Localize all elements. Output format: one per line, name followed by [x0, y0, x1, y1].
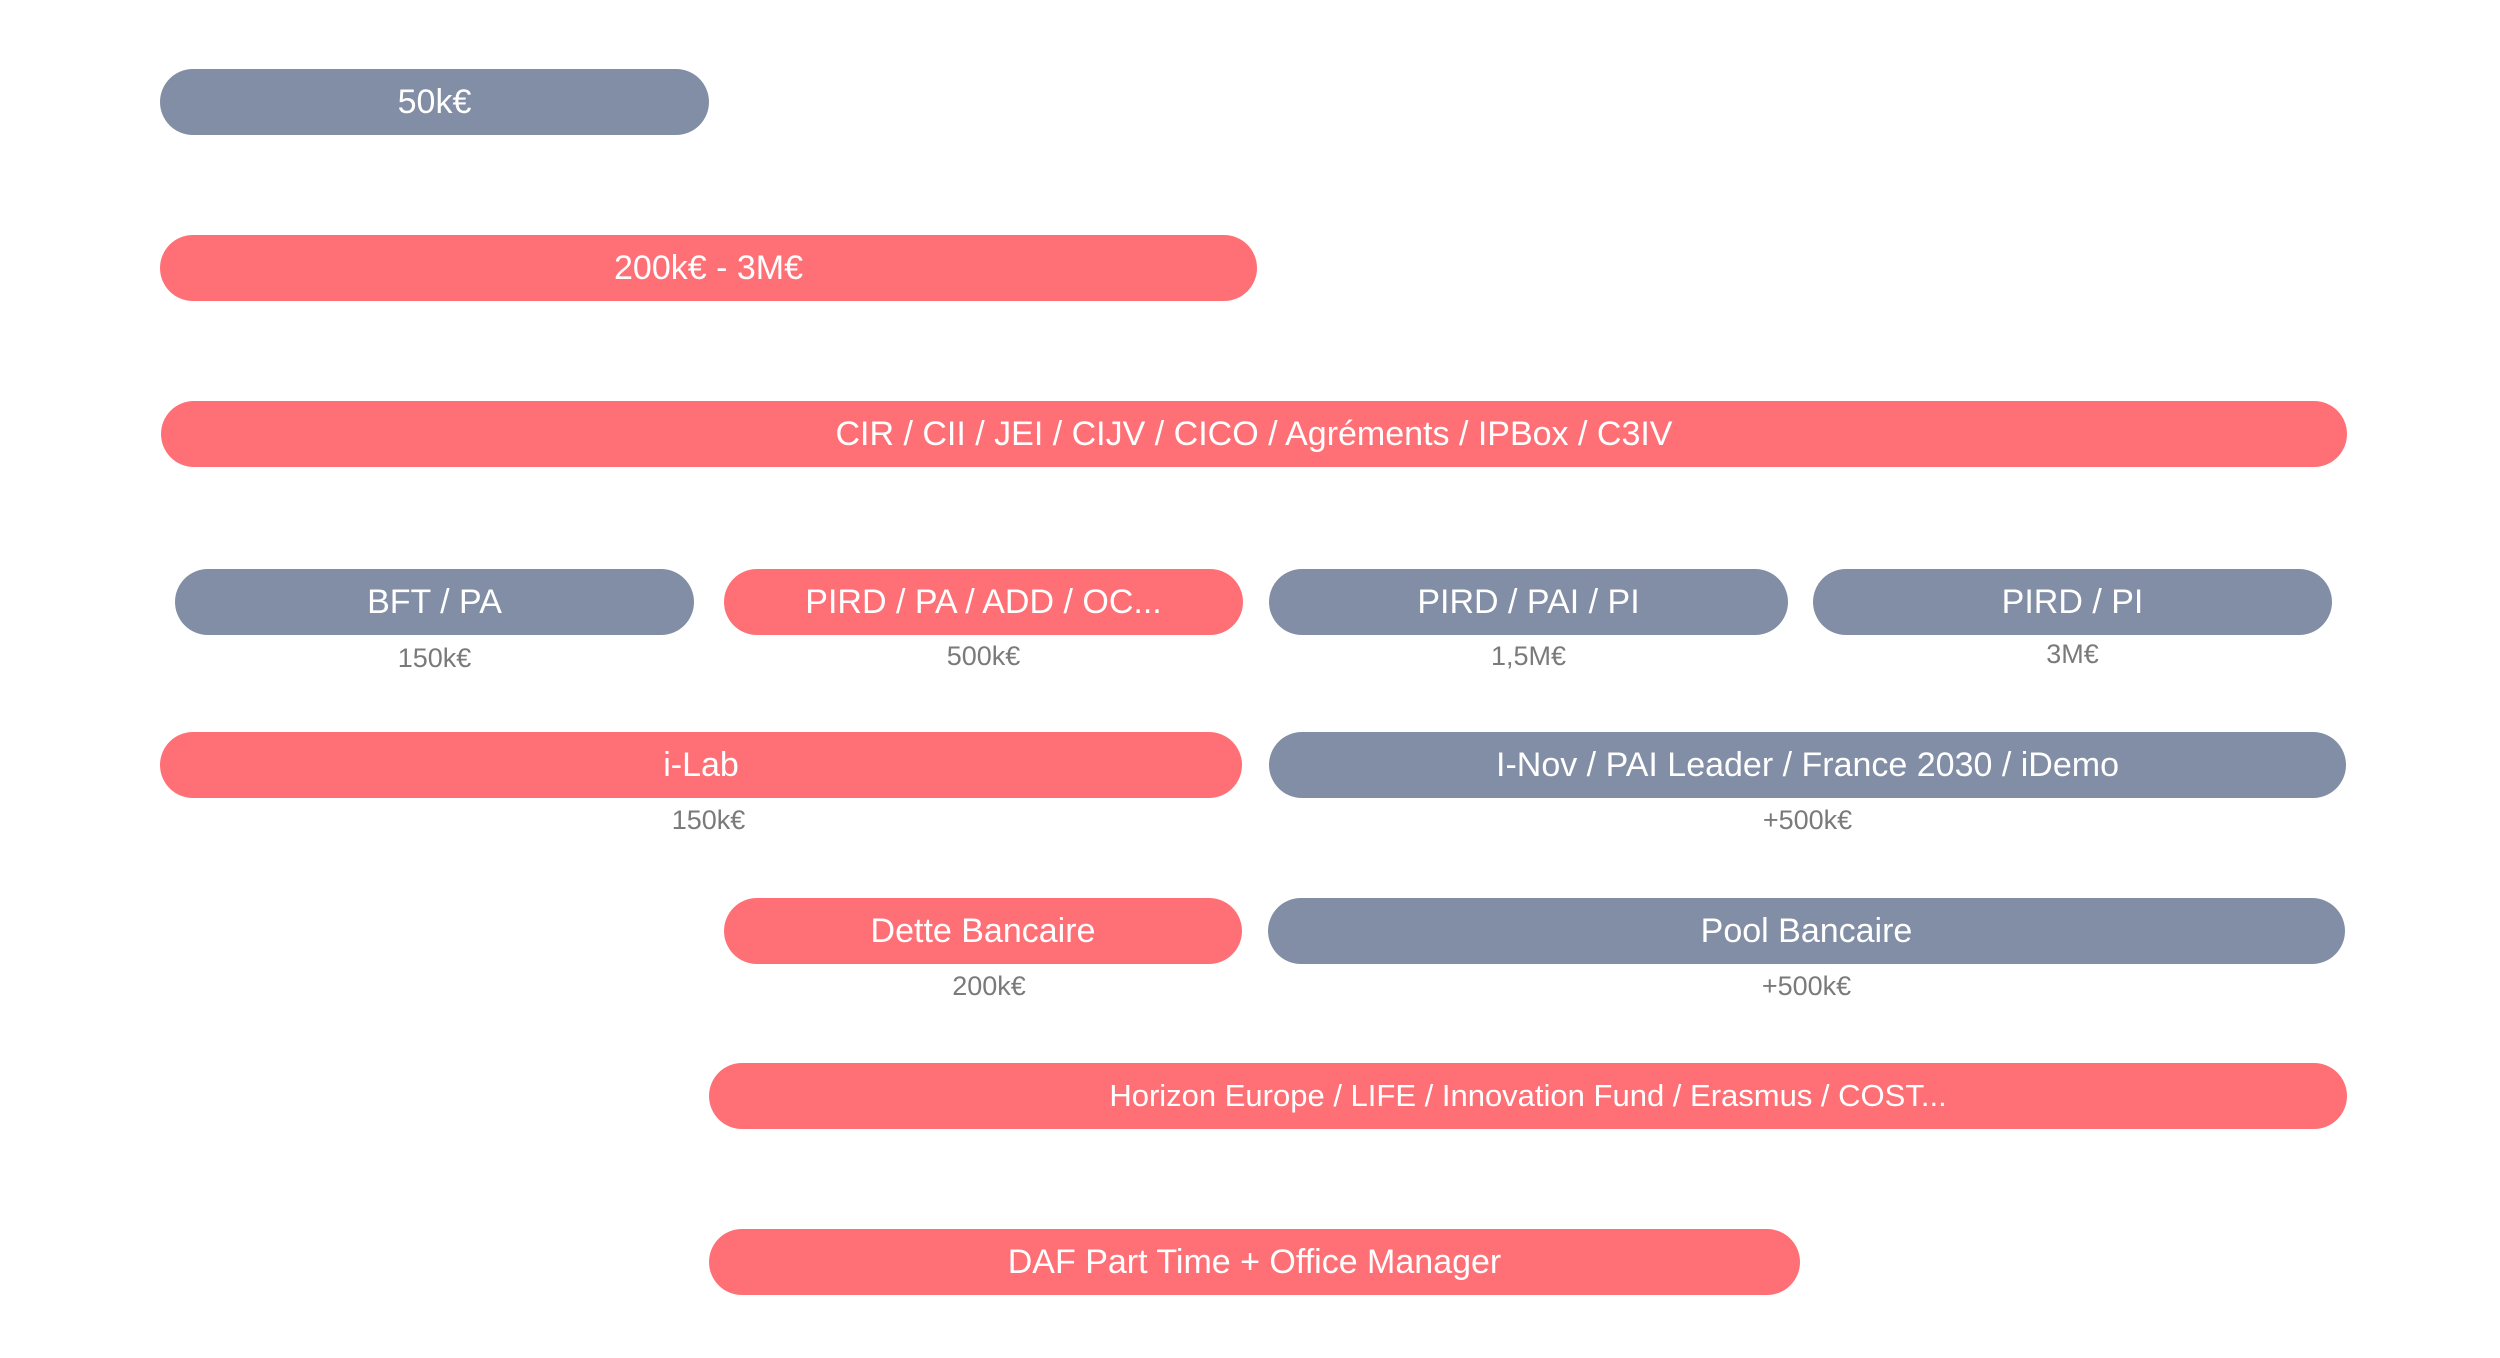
bar-label: i-Lab [663, 745, 739, 784]
caption-pool-bancaire: +500k€ [1761, 971, 1852, 1001]
caption-pird-pi: 3M€ [2046, 639, 2099, 669]
bar-pird-pi: PIRD / PI [1813, 569, 2332, 635]
bar-daf-part-time: DAF Part Time + Office Manager [709, 1229, 1800, 1295]
caption-bft-pa: 150k€ [397, 643, 472, 673]
bar-50k: 50k€ [160, 69, 709, 135]
bar-200k-3m: 200k€ - 3M€ [160, 235, 1257, 301]
bar-label: PIRD / PA / ADD / OC... [805, 582, 1162, 621]
caption-i-lab: 150k€ [671, 805, 746, 835]
bar-i-nov-france-2030: I-Nov / PAI Leader / France 2030 / iDemo [1269, 732, 2346, 798]
caption-pird-pai-pi: 1,5M€ [1490, 641, 1567, 671]
bar-label: PIRD / PAI / PI [1417, 582, 1640, 621]
caption-pird-pa-add-oc: 500k€ [946, 641, 1021, 671]
bar-label: Horizon Europe / LIFE / Innovation Fund … [1109, 1078, 1947, 1113]
caption-dette-bancaire: 200k€ [952, 971, 1026, 1001]
bar-label: BFT / PA [367, 582, 502, 621]
bar-horizon-europe: Horizon Europe / LIFE / Innovation Fund … [709, 1063, 2347, 1129]
bar-pird-pa-add-oc: PIRD / PA / ADD / OC... [724, 569, 1243, 635]
bar-i-lab: i-Lab [160, 732, 1242, 798]
bar-label: Dette Bancaire [870, 911, 1096, 950]
bar-label: 200k€ - 3M€ [614, 248, 803, 287]
bar-tax-credits: CIR / CII / JEI / CIJV / CICO / Agrément… [161, 401, 2347, 467]
bar-label: 50k€ [397, 82, 472, 121]
bar-pird-pai-pi: PIRD / PAI / PI [1269, 569, 1788, 635]
bar-label: I-Nov / PAI Leader / France 2030 / iDemo [1496, 745, 2119, 784]
bar-label: CIR / CII / JEI / CIJV / CICO / Agrément… [835, 414, 1673, 453]
bar-label: PIRD / PI [2001, 582, 2144, 621]
bar-label: Pool Bancaire [1700, 911, 1913, 950]
caption-i-nov-france-2030: +500k€ [1762, 805, 1853, 835]
bar-bft-pa: BFT / PA [175, 569, 694, 635]
bar-label: DAF Part Time + Office Manager [1007, 1242, 1502, 1281]
bar-dette-bancaire: Dette Bancaire [724, 898, 1242, 964]
bar-pool-bancaire: Pool Bancaire [1268, 898, 2345, 964]
